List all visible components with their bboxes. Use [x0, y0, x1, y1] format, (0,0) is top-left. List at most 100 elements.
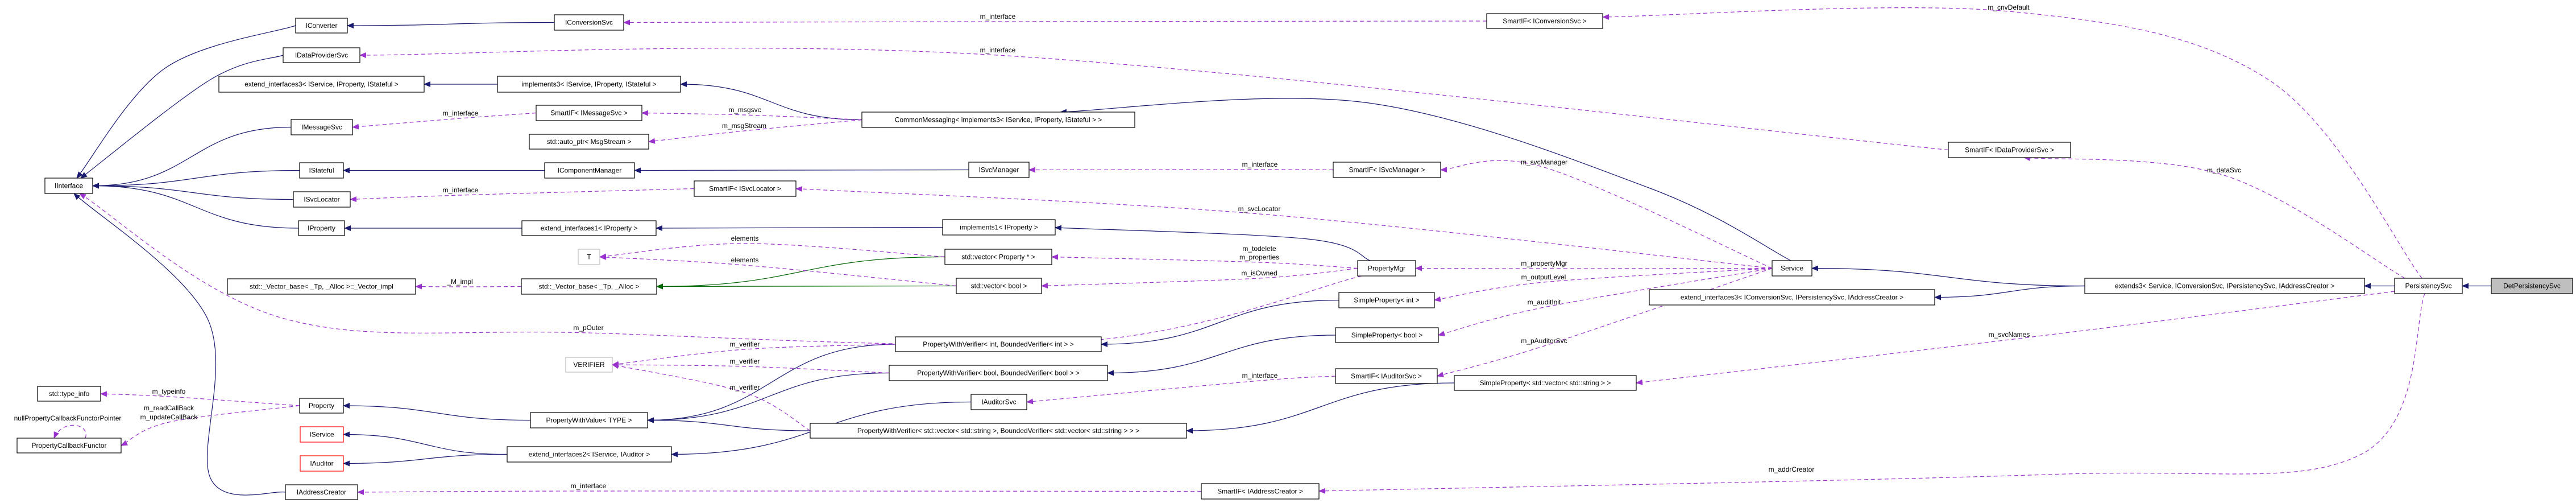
class-node[interactable]: CommonMessaging< implements3< IService, …	[861, 112, 1135, 128]
member-edge	[100, 391, 300, 406]
class-node[interactable]: SimpleProperty< int >	[1338, 292, 1435, 308]
edge-label: elements	[731, 256, 759, 264]
class-node-label: SmartIF< IMessageSvc >	[550, 109, 627, 117]
class-node[interactable]: std::vector< Property * >	[944, 249, 1052, 265]
class-node[interactable]: IProperty	[298, 220, 345, 236]
class-node[interactable]: std::type_info	[37, 386, 101, 402]
class-node-label: VERIFIER	[573, 361, 605, 369]
inheritance-edge	[656, 225, 943, 231]
class-node[interactable]: PropertyMgr	[1357, 260, 1416, 277]
class-node[interactable]: IMessageSvc	[291, 119, 353, 135]
class-node[interactable]: extend_interfaces3< IService, IProperty,…	[218, 76, 425, 93]
class-node[interactable]: implements3< IService, IProperty, IState…	[497, 76, 681, 93]
inheritance-edge	[634, 167, 969, 174]
class-node[interactable]: T	[578, 249, 600, 265]
class-node-label: SimpleProperty< bool >	[1351, 331, 1422, 339]
class-node-label: PropertyMgr	[1368, 265, 1405, 273]
class-node[interactable]: SimpleProperty< bool >	[1335, 327, 1439, 343]
class-node-box	[694, 180, 797, 197]
member-edge	[612, 363, 811, 431]
class-node[interactable]: ISvcManager	[968, 162, 1030, 178]
class-node[interactable]: PersistencySvc	[2394, 278, 2463, 294]
class-node[interactable]: Property	[299, 398, 344, 414]
class-node[interactable]: DetPersistencySvc	[2491, 278, 2573, 294]
class-node[interactable]: std::_Vector_base< _Tp, _Alloc >::_Vecto…	[227, 278, 416, 295]
inheritance-edge	[92, 170, 300, 189]
class-node[interactable]: SmartIF< IMessageSvc >	[536, 105, 642, 121]
template-edge	[656, 256, 945, 290]
edge-label: m_propertyMgr	[1521, 259, 1567, 267]
inheritance-edge	[680, 81, 862, 121]
class-node[interactable]: extends3< Service, IConversionSvc, IPers…	[2084, 278, 2365, 294]
class-node[interactable]: std::_Vector_base< _Tp, _Alloc >	[521, 278, 657, 295]
class-node-label: IAddressCreator	[297, 488, 346, 496]
class-node-box	[1486, 13, 1603, 29]
edge-label: m_isOwned	[1241, 269, 1277, 277]
edge-label: m_verifier	[730, 384, 760, 391]
class-node-box	[861, 112, 1135, 128]
class-node[interactable]: SimpleProperty< std::vector< std::string…	[1454, 375, 1637, 391]
member-edge	[352, 112, 537, 130]
edge-label: m_auditInit	[1528, 298, 1561, 306]
class-node[interactable]: PropertyWithVerifier< bool, BoundedVerif…	[889, 365, 1108, 381]
class-node[interactable]: implements1< IProperty >	[942, 219, 1056, 236]
class-node-box	[218, 76, 425, 93]
class-node[interactable]: SmartIF< ISvcManager >	[1333, 162, 1441, 178]
class-node-box	[2084, 278, 2365, 294]
member-edge	[53, 424, 86, 439]
class-node-label: DetPersistencySvc	[2503, 282, 2561, 290]
class-node[interactable]: SmartIF< IConversionSvc >	[1486, 13, 1603, 29]
class-node-box	[285, 484, 358, 500]
class-node[interactable]: VERIFIER	[565, 357, 613, 373]
class-node[interactable]: IService	[300, 426, 344, 443]
member-edge	[612, 344, 896, 367]
class-node-label: IProperty	[308, 224, 335, 232]
class-node[interactable]: IStateful	[299, 162, 344, 179]
class-node[interactable]: Service	[1772, 260, 1812, 277]
class-node[interactable]: PropertyWithVerifier< std::vector< std::…	[810, 423, 1187, 439]
class-node-label: std::vector< Property * >	[961, 253, 1035, 261]
class-node[interactable]: extend_interfaces2< IService, IAuditor >	[507, 446, 672, 463]
class-node-box	[2394, 278, 2463, 294]
class-node[interactable]: PropertyWithValue< TYPE >	[530, 412, 648, 428]
class-node[interactable]: SmartIF< IDataProviderSvc >	[1948, 142, 2071, 158]
class-node[interactable]: SmartIF< ISvcLocator >	[694, 180, 797, 197]
member-edge	[599, 243, 945, 259]
class-node[interactable]: IComponentManager	[544, 162, 635, 179]
class-node-box	[810, 423, 1187, 439]
inheritance-edge	[343, 403, 531, 421]
member-edge	[350, 188, 695, 203]
class-node[interactable]: SmartIF< IAuditorSvc >	[1335, 368, 1438, 384]
class-node[interactable]: IDataProviderSvc	[283, 47, 360, 63]
class-node[interactable]: IConverter	[295, 18, 348, 34]
class-node[interactable]: IAddressCreator	[285, 484, 358, 500]
class-node[interactable]: ISvcLocator	[293, 191, 351, 208]
edge-label: m_interface	[443, 186, 479, 194]
member-edge	[1602, 7, 2422, 279]
edge-label: m_addrCreator	[1769, 465, 1815, 473]
class-node[interactable]: IAuditor	[300, 455, 344, 472]
class-node[interactable]: SmartIF< IAddressCreator >	[1201, 483, 1320, 500]
class-node-box	[1335, 368, 1438, 384]
class-node[interactable]: extend_interfaces3< IConversionSvc, IPer…	[1649, 289, 1935, 306]
edge-label: nullPropertyCallbackFunctorPointer	[14, 414, 122, 422]
inheritance-edge	[1107, 335, 1336, 376]
class-node[interactable]: PropertyCallbackFunctor	[16, 438, 122, 453]
edge-label: m_todelete	[1242, 245, 1276, 253]
class-node[interactable]: std::auto_ptr< MsgStream >	[529, 134, 649, 150]
class-node-label: IInterface	[55, 182, 83, 190]
class-node-label: SimpleProperty< std::vector< std::string…	[1480, 379, 1611, 387]
inheritance-edge	[73, 193, 286, 496]
class-node-label: SmartIF< IAuditorSvc >	[1351, 372, 1422, 380]
class-node-label: Service	[1781, 265, 1803, 273]
class-node[interactable]: IAuditorSvc	[970, 394, 1027, 410]
class-node-label: SmartIF< ISvcManager >	[1349, 166, 1425, 174]
class-node[interactable]: IConversionSvc	[554, 14, 624, 31]
class-node[interactable]: std::vector< bool >	[956, 278, 1042, 294]
class-node[interactable]: extend_interfaces1< IProperty >	[521, 220, 657, 236]
edge-label: m_cnvDefault	[1988, 3, 2030, 11]
class-node[interactable]: PropertyWithVerifier< int, BoundedVerifi…	[895, 336, 1102, 352]
class-node[interactable]: IInterface	[44, 178, 93, 194]
class-node-label: IAuditor	[310, 460, 333, 468]
